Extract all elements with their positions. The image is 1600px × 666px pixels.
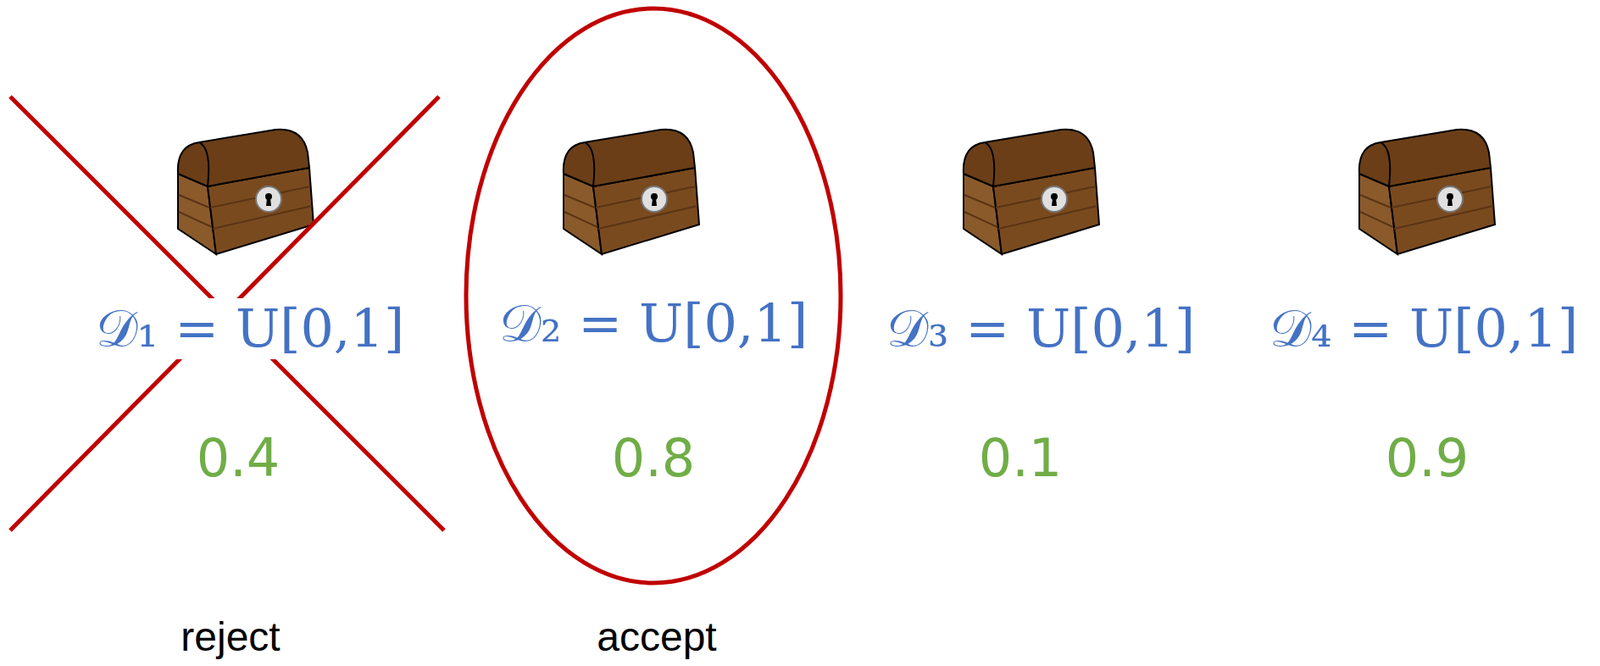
sample-value: 0.1: [978, 427, 1063, 489]
reject-cross: [10, 96, 445, 531]
sample-value: 0.8: [611, 427, 696, 489]
distribution-label: 𝒟₃ = U[0,1]: [886, 298, 1195, 359]
distribution-label: 𝒟₂ = U[0,1]: [499, 293, 808, 354]
treasure-chest: [1359, 129, 1495, 255]
reject-cross: [10, 96, 439, 531]
distribution-label: 𝒟₁ = U[0,1]: [92, 298, 408, 359]
sample-value: 0.4: [193, 427, 284, 489]
treasure-chest: [963, 129, 1100, 255]
accept-ellipse: 𝒟₂ = U[0,1] 0.8: [462, 5, 845, 587]
treasure-chest: [177, 129, 314, 255]
decision-label: accept: [596, 613, 717, 661]
decision-label: reject: [180, 613, 280, 661]
sample-value: 0.9: [1385, 427, 1470, 489]
treasure-chest: [563, 129, 700, 255]
distribution-label: 𝒟₄ = U[0,1]: [1269, 298, 1578, 359]
